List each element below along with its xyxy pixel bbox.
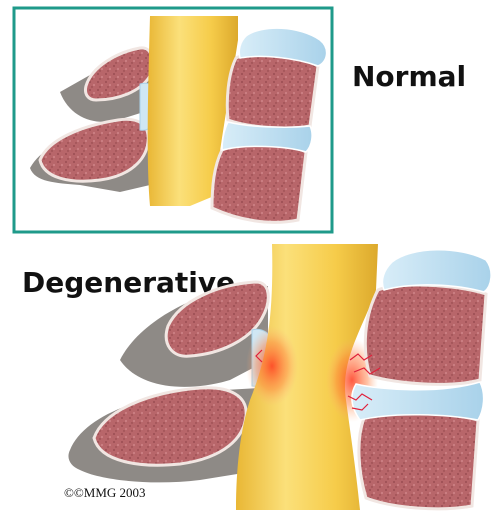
- degenerative-disc-top: [382, 250, 491, 292]
- normal-panel: [14, 8, 332, 232]
- normal-vertebra-upper: [227, 54, 318, 128]
- inflammation-left: [246, 326, 298, 406]
- copyright-notice: ©©MMG 2003: [64, 485, 146, 500]
- degenerative-disc-middle: [352, 382, 484, 420]
- degenerative-vertebra-lower: [359, 413, 478, 509]
- normal-label: Normal: [352, 60, 466, 93]
- degenerative-vertebra-upper: [365, 285, 486, 384]
- normal-vertebra-lower: [212, 145, 306, 222]
